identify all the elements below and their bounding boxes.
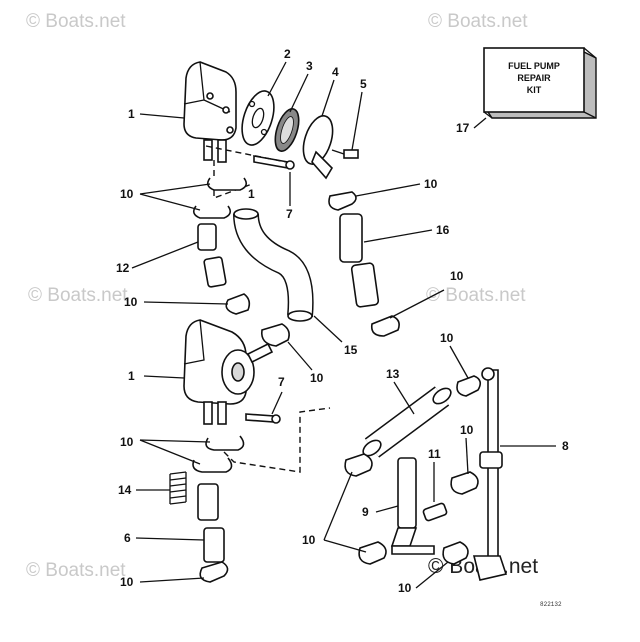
tube-assembly-8 (472, 367, 508, 581)
clamp-lower-b (192, 457, 233, 473)
callout-6-hose: 6 (124, 531, 131, 545)
watermark-mid-right: © Boats.net (426, 285, 526, 306)
callout-10-upper-clamps: 10 (120, 187, 134, 201)
clamp-mid-d (358, 541, 387, 565)
clamp-right-a (456, 375, 482, 397)
clamp-mid-left (225, 293, 251, 315)
repair-kit-box: FUEL PUMP REPAIR KIT (483, 47, 597, 119)
upper-fuel-pump (183, 61, 237, 163)
callout-5-screw: 5 (360, 77, 367, 91)
callout-4-cover: 4 (332, 65, 339, 79)
diaphragm (241, 90, 275, 146)
callout-10-upper-right-clamp: 10 (424, 177, 438, 191)
callout-10-hose15-clamp: 10 (310, 371, 324, 385)
callout-16-hose: 16 (436, 223, 450, 237)
kit-label-line1: FUEL PUMP (508, 61, 560, 71)
callout-1-upper-pump: 1 (128, 107, 135, 121)
hose-12 (197, 223, 227, 288)
lower-fuel-pump (183, 319, 274, 425)
callout-10-bottom-left-clamp: 10 (120, 575, 134, 589)
callout-12-hose: 12 (116, 261, 130, 275)
hose-16 (339, 213, 380, 308)
clamp-right-b (450, 471, 479, 495)
kit-label-line2: REPAIR (517, 73, 551, 83)
watermark-top-left: © Boats.net (26, 11, 126, 32)
callout-10-mid-clamps: 10 (302, 533, 316, 547)
callout-1-lower-pump: 1 (128, 369, 135, 383)
callout-3-gasket: 3 (306, 59, 313, 73)
hose-9 (390, 457, 435, 555)
callout-10-bottom-mid-clamp: 10 (398, 581, 412, 595)
watermark-bottom-left: © Boats.net (26, 560, 126, 581)
callout-10-right-clamp-a: 10 (440, 331, 454, 345)
clamp-mid-right (370, 315, 400, 337)
clamp-upper-b (192, 205, 232, 219)
hose-15 (233, 208, 314, 322)
leader-lines (131, 61, 556, 589)
callout-10-mid-left-clamp: 10 (124, 295, 138, 309)
callout-10-right-clamp-b: 10 (460, 423, 474, 437)
callout-11-hose: 11 (428, 447, 441, 461)
callout-10-mid-right-clamp: 10 (450, 269, 464, 283)
callout-1-upper-link: 1 (248, 187, 255, 201)
pump-cover (302, 115, 334, 180)
clamp-bottom-mid (442, 541, 469, 565)
spring-14 (169, 471, 187, 505)
clamp-upper-right (328, 191, 357, 211)
clamp-upper-a (206, 177, 248, 191)
clamp-bottom-left (199, 561, 229, 583)
clamp-hose15 (260, 323, 290, 347)
assembly-line-upper (205, 145, 287, 163)
part-code: 822132 (540, 601, 562, 608)
callout-7-lower-screw: 7 (278, 375, 285, 389)
hose-11 (422, 502, 448, 522)
callout-15-hose: 15 (344, 343, 358, 357)
screw-5 (331, 149, 359, 159)
gasket (274, 108, 300, 152)
watermark-top-right: © Boats.net (428, 11, 528, 32)
watermark-mid-left: © Boats.net (28, 285, 128, 306)
hose-6 (197, 483, 225, 563)
callout-8-tube-assembly: 8 (562, 439, 569, 453)
hose-13 (362, 386, 452, 458)
callout-7-upper-screw: 7 (286, 207, 293, 221)
pump-screw-upper (253, 155, 295, 170)
callout-10-lower-clamps: 10 (120, 435, 134, 449)
clamp-mid-c (344, 453, 373, 477)
pump-screw-lower (245, 413, 281, 424)
callout-9-hose: 9 (362, 505, 369, 519)
callout-14-spring: 14 (118, 483, 132, 497)
callout-13-hose: 13 (386, 367, 400, 381)
assembly-line-lower (223, 407, 331, 473)
callout-2-diaphragm: 2 (284, 47, 291, 61)
clamp-lower-a (205, 435, 245, 451)
kit-label-line3: KIT (527, 85, 542, 95)
callout-17-repair-kit: 17 (456, 121, 470, 135)
